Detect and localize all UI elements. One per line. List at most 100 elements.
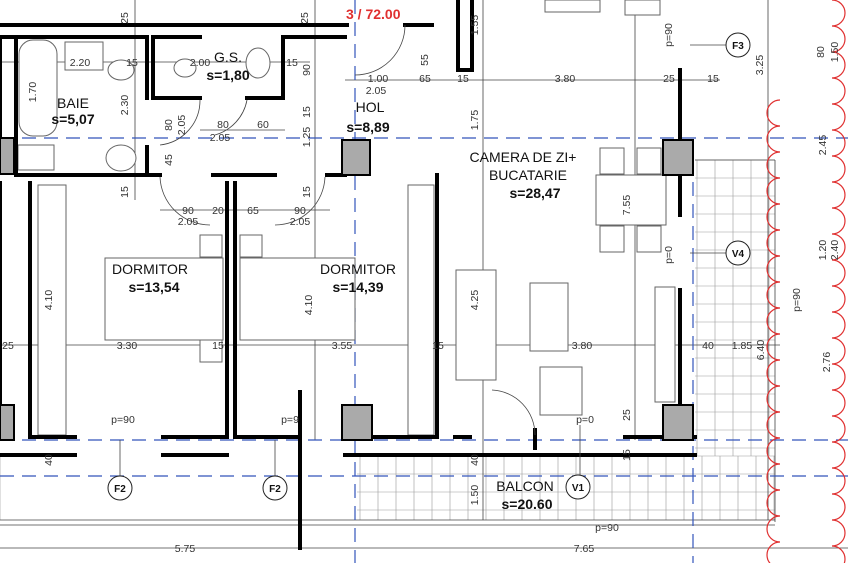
dimension-label: 1.75 bbox=[469, 110, 481, 131]
dimension-label: 15 bbox=[457, 73, 469, 85]
wardrobe bbox=[407, 184, 435, 436]
nightstand bbox=[239, 234, 263, 258]
tag-f3: F3 bbox=[725, 32, 751, 58]
svg-text:F2: F2 bbox=[269, 484, 281, 495]
dimension-label: 15 bbox=[301, 186, 313, 198]
dimension-label: 15 bbox=[212, 340, 224, 352]
dimension-label: 6.40 bbox=[755, 340, 767, 361]
room-name-dormitor-2: DORMITOR bbox=[320, 261, 396, 277]
dining-table bbox=[595, 174, 667, 226]
column bbox=[0, 137, 15, 175]
dimension-label: 2.20 bbox=[70, 57, 91, 69]
dimension-label: 4.10 bbox=[43, 290, 55, 311]
room-area-hol: s=8,89 bbox=[346, 119, 389, 135]
washing-machine bbox=[64, 41, 104, 71]
svg-text:F2: F2 bbox=[114, 484, 126, 495]
dimension-label: 15 bbox=[286, 57, 298, 69]
tv-cabinet bbox=[654, 286, 676, 403]
dimension-label: 7.55 bbox=[621, 195, 633, 216]
chair bbox=[599, 225, 625, 253]
column bbox=[341, 404, 373, 441]
dimension-label: 90 bbox=[301, 64, 313, 76]
room-area-dormitor-2: s=14,39 bbox=[333, 279, 384, 295]
svg-text:V4: V4 bbox=[732, 249, 745, 260]
dimension-label: 1.20 bbox=[817, 240, 829, 261]
dimension-label: p=90 bbox=[663, 23, 675, 47]
dimension-label: 1.55 bbox=[469, 15, 481, 36]
dimension-label: 2.05 bbox=[176, 115, 188, 136]
column bbox=[0, 404, 15, 441]
tag-v4: V4 bbox=[725, 240, 751, 266]
dimension-label: 4.25 bbox=[469, 290, 481, 311]
dimension-label: p=90 bbox=[595, 522, 619, 534]
dimension-label: 2.00 bbox=[190, 57, 211, 69]
boundary-scallop-line bbox=[766, 99, 781, 563]
dimension-label: 15 bbox=[126, 57, 138, 69]
dimension-label: 55 bbox=[419, 54, 431, 66]
dimension-label: 1.50 bbox=[469, 485, 481, 506]
dimension-label: 80 bbox=[217, 119, 229, 131]
room-area-balcon: s=20.60 bbox=[502, 496, 553, 512]
bed bbox=[104, 257, 224, 341]
room-name-baie: BAIE bbox=[57, 95, 89, 111]
dimension-label: 80 bbox=[163, 119, 175, 131]
toilet bbox=[107, 59, 135, 81]
toilet bbox=[173, 58, 197, 78]
dimension-label: 25 bbox=[621, 409, 633, 421]
kitchen-sink bbox=[544, 0, 601, 13]
dimension-label: p=9 bbox=[281, 414, 299, 426]
room-name-balcon: BALCON bbox=[496, 478, 554, 494]
dimension-label: p=0 bbox=[663, 246, 675, 264]
column bbox=[662, 404, 694, 441]
sink bbox=[105, 144, 137, 172]
dimension-label: 2.05 bbox=[290, 216, 311, 228]
dimension-label: p=90 bbox=[111, 414, 135, 426]
room-name-gs: G.S. bbox=[214, 49, 242, 65]
dimension-label: 2.45 bbox=[817, 135, 829, 156]
walls bbox=[0, 0, 697, 550]
dimension-label: 90 bbox=[182, 205, 194, 217]
dimension-label: 1.00 bbox=[368, 73, 389, 85]
dimension-label: 25 bbox=[299, 12, 311, 24]
dimension-label: 15 bbox=[432, 340, 444, 352]
sofa bbox=[455, 269, 497, 381]
dimension-label: 80 bbox=[815, 46, 827, 58]
dimension-label: 15 bbox=[621, 449, 633, 461]
bed bbox=[239, 257, 356, 341]
coffee-table bbox=[529, 282, 569, 352]
dimension-label: 1.50 bbox=[829, 42, 841, 63]
svg-text:F3: F3 bbox=[732, 41, 744, 52]
room-name-kitchen: BUCATARIE bbox=[489, 167, 567, 183]
dimension-label: 2.40 bbox=[829, 240, 841, 261]
armchair bbox=[539, 366, 583, 416]
room-area-dormitor-1: s=13,54 bbox=[129, 279, 180, 295]
dimension-label: p=0 bbox=[576, 414, 594, 426]
dimension-label: 2.05 bbox=[210, 132, 231, 144]
dimension-label: 7.65 bbox=[574, 543, 595, 555]
dimension-label: 65 bbox=[419, 73, 431, 85]
dimension-label: 40 bbox=[702, 340, 714, 352]
tag-f2: F2 bbox=[262, 475, 288, 501]
dimension-label: 25 bbox=[2, 340, 14, 352]
dimension-label: 60 bbox=[257, 119, 269, 131]
dimension-label: 3.30 bbox=[117, 340, 138, 352]
dimension-label: 3.55 bbox=[332, 340, 353, 352]
room-area-gs: s=1,80 bbox=[206, 67, 249, 83]
column bbox=[662, 139, 694, 176]
tag-f2: F2 bbox=[107, 475, 133, 501]
dimension-label: 3.80 bbox=[572, 340, 593, 352]
dimension-label: 2.30 bbox=[119, 95, 131, 116]
sink bbox=[245, 47, 271, 79]
svg-text:V1: V1 bbox=[572, 483, 585, 494]
tag-v1: V1 bbox=[565, 474, 591, 500]
room-area-living: s=28,47 bbox=[510, 185, 561, 201]
property-boundary-lines bbox=[766, 0, 846, 563]
dimension-label: 15 bbox=[707, 73, 719, 85]
dimension-label: 25 bbox=[119, 12, 131, 24]
dimension-label: 3.25 bbox=[754, 55, 766, 76]
dimension-label: 20 bbox=[212, 205, 224, 217]
dimension-label: p=90 bbox=[791, 288, 803, 312]
